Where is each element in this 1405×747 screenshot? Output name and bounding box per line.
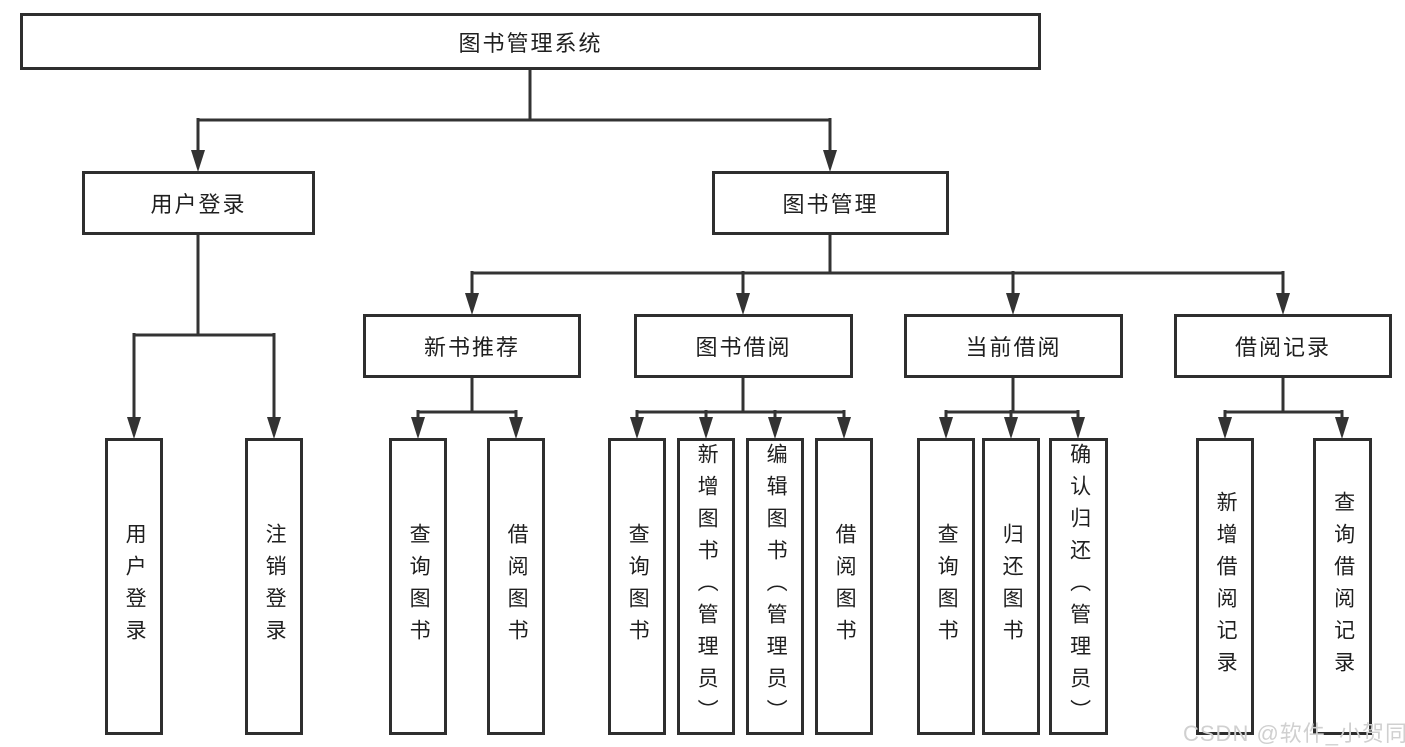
connector-root-to-level2 (191, 70, 837, 172)
connector-new-books-to-leaves (411, 378, 523, 439)
arrow-down-icon (509, 417, 523, 439)
leaf-label: 查询图书 (935, 522, 959, 651)
node-current-borrow-label: 当前借阅 (965, 335, 1062, 360)
connector-records-to-leaves (1218, 378, 1349, 439)
arrow-down-icon (630, 417, 644, 439)
arrow-down-icon (768, 417, 782, 439)
leaf-label: 查询图书 (407, 522, 431, 651)
arrow-down-icon (699, 417, 713, 439)
node-user-login-label: 用户登录 (150, 192, 247, 217)
connector-user-login-to-leaves (127, 235, 281, 439)
node-leaf-bb-query-books: 查询图书 (608, 438, 666, 735)
leaf-label: 归还图书 (1000, 522, 1024, 651)
node-leaf-nb-query-books: 查询图书 (389, 438, 447, 735)
arrow-down-icon (1071, 417, 1085, 439)
arrow-down-icon (127, 417, 141, 439)
leaf-label: 查询图书 (626, 522, 650, 651)
node-book-mgmt: 图书管理 (712, 171, 949, 235)
leaf-label: 确认归还（管理员） (1067, 442, 1091, 731)
node-book-mgmt-label: 图书管理 (782, 192, 879, 217)
arrow-down-icon (267, 417, 281, 439)
leaf-label: 借阅图书 (833, 522, 857, 651)
leaf-label: 新增借阅记录 (1214, 490, 1238, 683)
node-leaf-br-query-record: 查询借阅记录 (1313, 438, 1372, 735)
leaf-label: 借阅图书 (505, 522, 529, 651)
node-leaf-bb-edit-books-admin: 编辑图书（管理员） (746, 438, 804, 735)
connector-current-to-leaves (939, 378, 1085, 439)
leaf-label: 查询借阅记录 (1331, 490, 1355, 683)
leaf-label: 编辑图书（管理员） (764, 442, 788, 731)
arrow-down-icon (411, 417, 425, 439)
node-borrow-records-label: 借阅记录 (1234, 335, 1331, 360)
node-new-books-label: 新书推荐 (423, 335, 520, 360)
leaf-label: 用户登录 (123, 522, 147, 651)
node-borrow-records: 借阅记录 (1174, 314, 1392, 378)
node-system-root: 图书管理系统 (20, 13, 1041, 70)
node-leaf-cb-return-books: 归还图书 (982, 438, 1040, 735)
node-leaf-bb-borrow-books: 借阅图书 (815, 438, 873, 735)
arrow-down-icon (191, 150, 205, 172)
node-leaf-cb-confirm-return-admin: 确认归还（管理员） (1049, 438, 1108, 735)
node-leaf-cb-query-books: 查询图书 (917, 438, 975, 735)
arrow-down-icon (736, 293, 750, 315)
node-new-books: 新书推荐 (363, 314, 581, 378)
node-system-root-label: 图书管理系统 (458, 30, 603, 56)
leaf-label: 新增图书（管理员） (695, 442, 719, 731)
arrow-down-icon (1006, 293, 1020, 315)
arrow-down-icon (1276, 293, 1290, 315)
arrow-down-icon (465, 293, 479, 315)
arrow-down-icon (1004, 417, 1018, 439)
node-leaf-nb-borrow-books: 借阅图书 (487, 438, 545, 735)
connector-book-mgmt-to-level3 (465, 235, 1290, 315)
node-leaf-user-login: 用户登录 (105, 438, 163, 735)
arrow-down-icon (939, 417, 953, 439)
leaf-label: 注销登录 (263, 522, 287, 651)
node-leaf-bb-add-books-admin: 新增图书（管理员） (677, 438, 735, 735)
node-leaf-logout: 注销登录 (245, 438, 303, 735)
node-user-login: 用户登录 (82, 171, 315, 235)
node-leaf-br-add-record: 新增借阅记录 (1196, 438, 1254, 735)
arrow-down-icon (1218, 417, 1232, 439)
connector-borrowing-to-leaves (630, 378, 851, 439)
arrow-down-icon (823, 150, 837, 172)
node-borrowing-label: 图书借阅 (695, 335, 792, 360)
arrow-down-icon (1335, 417, 1349, 439)
csdn-watermark: CSDN @软件_小贺同学 (1183, 721, 1405, 746)
node-current-borrow: 当前借阅 (904, 314, 1123, 378)
arrow-down-icon (837, 417, 851, 439)
node-borrowing: 图书借阅 (634, 314, 853, 378)
